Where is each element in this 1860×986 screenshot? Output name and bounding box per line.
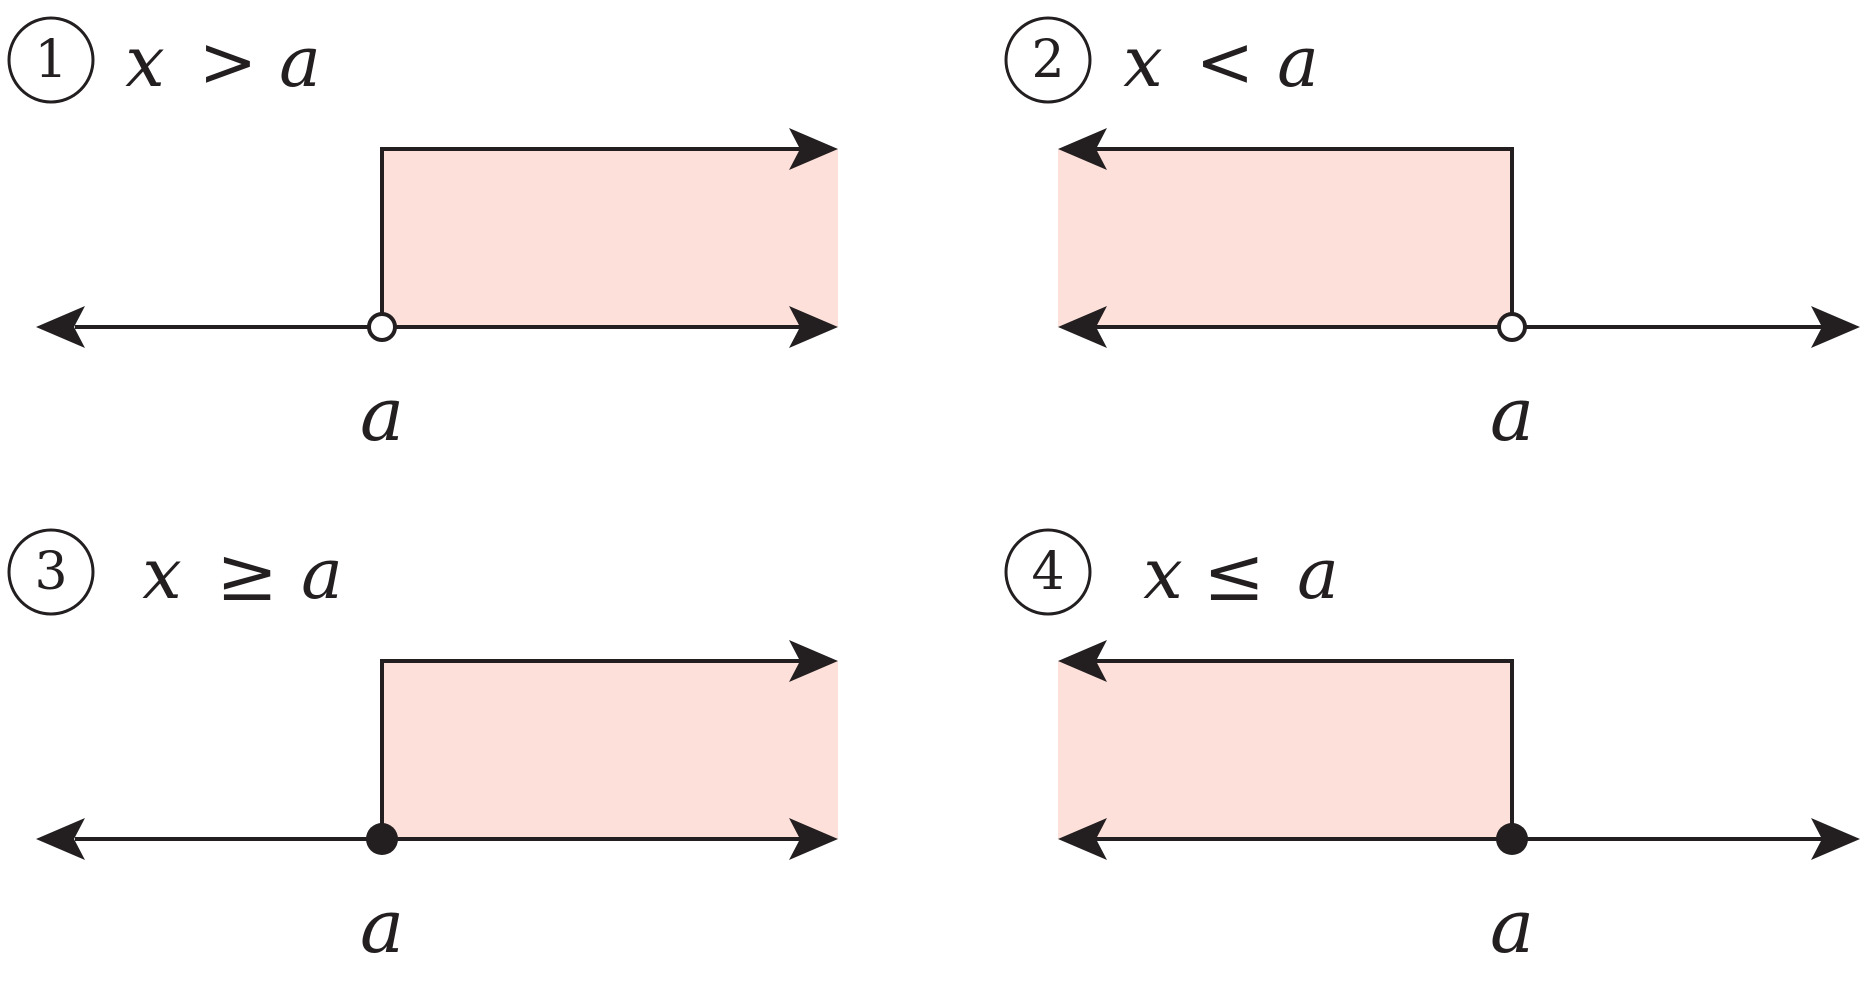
panel-3-closed-point	[366, 823, 398, 855]
panel-3-relation: ≥	[216, 532, 278, 618]
panel-3-region-top-arrow	[789, 640, 838, 682]
panel-2-number-line-right-arrow	[1811, 306, 1860, 348]
panel-1-number: 1	[34, 30, 67, 90]
panel-1-relation: >	[199, 21, 258, 103]
panel-1-region-top-arrow	[789, 128, 838, 170]
panel-4-number-line-left-arrow	[1058, 818, 1107, 860]
panel-2: 2 x < a a	[1004, 16, 1860, 458]
panel-2-rhs: a	[1277, 21, 1319, 103]
panel-3-number-circle	[7, 528, 95, 616]
panel-2-lhs: x	[1123, 21, 1162, 103]
panel-3: 3 x ≥ a a	[7, 528, 838, 970]
panel-4-point-label: a	[1490, 884, 1534, 970]
panel-1-region-outline	[380, 147, 800, 327]
panel-4-closed-point	[1496, 823, 1528, 855]
panel-1-point-label: a	[360, 372, 404, 458]
panel-1-rhs: a	[279, 21, 321, 103]
panel-4-number-line-right-arrow	[1811, 818, 1860, 860]
panel-4-rhs: a	[1297, 533, 1339, 615]
panel-2-point-label: a	[1490, 372, 1534, 458]
panel-2-number-circle	[1004, 16, 1092, 104]
panel-2-region-top-arrow	[1058, 128, 1107, 170]
panel-3-region-outline	[380, 659, 800, 839]
panel-2-solution-region	[1058, 149, 1513, 327]
panel-1-number-circle	[7, 16, 95, 104]
panel-3-rhs: a	[301, 533, 343, 615]
panel-3-solution-region	[382, 661, 838, 839]
panel-1-solution-region	[382, 149, 838, 327]
panel-1-open-point	[367, 312, 397, 342]
panel-3-number: 3	[34, 542, 67, 602]
panel-2-region-outline	[1096, 147, 1514, 327]
panel-4-lhs: x	[1143, 533, 1182, 615]
panel-1-lhs: x	[125, 21, 164, 103]
panel-3-number-line-left-arrow	[36, 818, 85, 860]
panel-4: 4 x ≤ a a	[1004, 528, 1860, 970]
panel-2-relation: <	[1196, 21, 1255, 103]
panel-3-number-line-right-arrow	[789, 818, 838, 860]
panel-1: 1 x > a a	[7, 16, 838, 458]
panel-4-region-outline	[1096, 659, 1514, 839]
panel-4-relation: ≤	[1203, 532, 1265, 618]
panel-2-open-point	[1497, 312, 1527, 342]
panel-2-number-line-left-arrow	[1058, 306, 1107, 348]
panel-4-number: 4	[1031, 542, 1064, 602]
panel-1-number-line-right-arrow	[789, 306, 838, 348]
panel-2-number: 2	[1031, 30, 1064, 90]
panel-3-point-label: a	[360, 884, 404, 970]
panel-4-number-circle	[1004, 528, 1092, 616]
panel-4-solution-region	[1058, 661, 1513, 839]
panel-1-number-line-left-arrow	[36, 306, 85, 348]
panel-4-region-top-arrow	[1058, 640, 1107, 682]
panel-3-lhs: x	[142, 533, 181, 615]
